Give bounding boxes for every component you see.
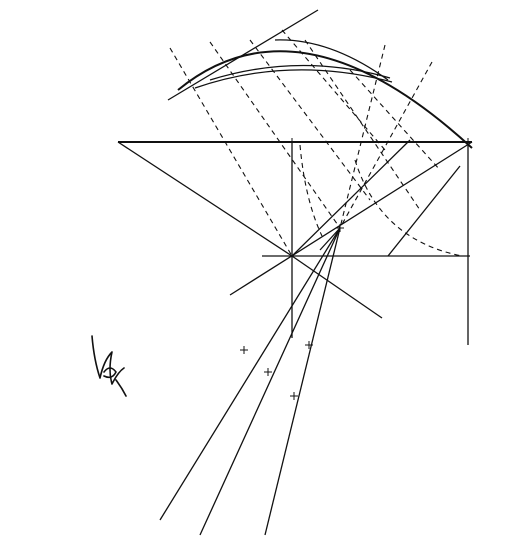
line-left-C	[117, 141, 293, 257]
ray-o-mid	[199, 227, 341, 536]
dashed-ray-2	[209, 41, 341, 229]
dashed-ray-5	[304, 39, 421, 211]
ray-o-short	[319, 227, 341, 251]
ray-o-left	[159, 227, 341, 521]
outer-arc	[177, 50, 473, 149]
line-C-lower-right	[291, 255, 383, 319]
line-through-C-to-A	[229, 141, 473, 296]
dashed-ray-8	[339, 61, 433, 229]
handwritten-mark	[91, 335, 127, 397]
dashed-curve-D	[299, 144, 323, 237]
dashed-ray-1	[169, 47, 293, 257]
line-E-up	[387, 165, 461, 257]
dashed-ray-4	[281, 29, 386, 151]
inner-arc-1	[194, 69, 393, 89]
line-a-b	[167, 9, 319, 101]
dashed-ray-7	[339, 44, 386, 229]
dashed-curve-A	[354, 159, 463, 257]
dashed-ray-6	[349, 69, 441, 171]
point-marks	[240, 138, 472, 400]
line-C-up-right	[291, 139, 411, 257]
dashed-ray-3	[249, 39, 371, 201]
inner-arc-2	[209, 64, 391, 81]
ray-o-right	[264, 227, 341, 536]
inner-arc-3	[274, 39, 389, 81]
